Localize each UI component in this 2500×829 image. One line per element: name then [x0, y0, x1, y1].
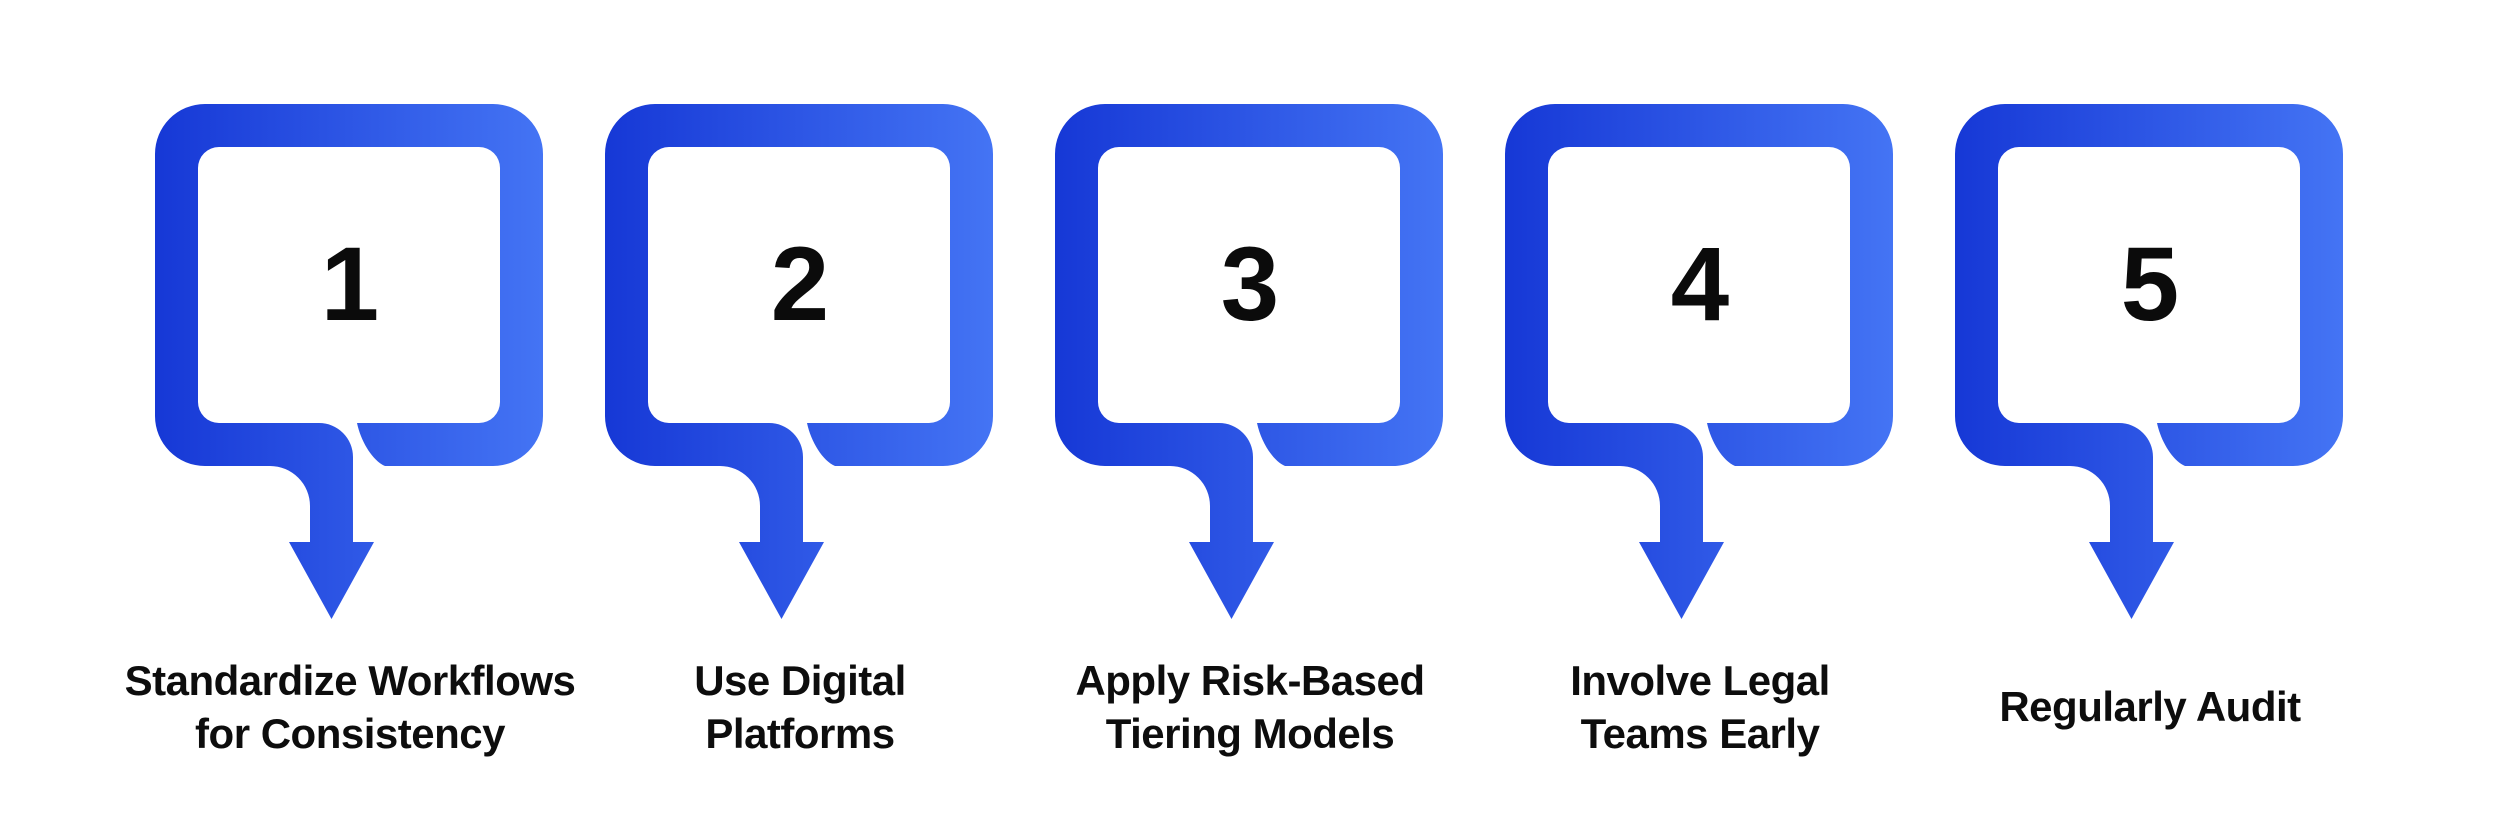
step-number: 2: [770, 226, 829, 343]
step-label-line: Involve Legal: [1570, 656, 1830, 704]
step-item-1: 1 Standardize Workflows for Consistency: [125, 104, 576, 789]
step-label: Regularly Audit: [1890, 624, 2410, 789]
step-label-line: for Consistency: [195, 709, 505, 757]
numbered-box-arrow-icon: [605, 104, 993, 619]
step-glyph-1: 1: [155, 104, 545, 624]
step-glyph-5: 5: [1955, 104, 2345, 624]
step-label: Use Digital Platforms: [540, 624, 1060, 789]
step-item-2: 2 Use Digital Platforms: [605, 104, 995, 789]
step-label-line: Apply Risk-Based: [1075, 656, 1425, 704]
step-number: 5: [2120, 226, 2179, 343]
step-label-line: Standardize Workflows: [124, 656, 576, 704]
numbered-box-arrow-icon: [1505, 104, 1893, 619]
step-label: Apply Risk-Based Tiering Models: [990, 624, 1510, 789]
step-label-line: Regularly Audit: [1999, 683, 2301, 730]
numbered-box-arrow-icon: [155, 104, 543, 619]
step-label-line: Platforms: [705, 709, 895, 757]
step-label: Standardize Workflows for Consistency: [90, 624, 610, 789]
step-label-line: Teams Early: [1580, 709, 1820, 757]
step-glyph-2: 2: [605, 104, 995, 624]
steps-row: 1 Standardize Workflows for Consistency: [0, 104, 2500, 789]
step-label-line: Tiering Models: [1105, 709, 1395, 757]
numbered-box-arrow-icon: [1955, 104, 2343, 619]
step-label-line: Use Digital: [694, 656, 906, 704]
step-item-5: 5 Regularly Audit: [1955, 104, 2345, 789]
step-number: 4: [1670, 226, 1729, 343]
step-label: Involve Legal Teams Early: [1440, 624, 1960, 789]
step-number: 3: [1220, 226, 1279, 343]
step-glyph-3: 3: [1055, 104, 1445, 624]
step-item-3: 3 Apply Risk-Based Tiering Models: [1055, 104, 1445, 789]
step-number: 1: [320, 226, 379, 343]
numbered-box-arrow-icon: [1055, 104, 1443, 619]
step-item-4: 4 Involve Legal Teams Early: [1505, 104, 1895, 789]
step-glyph-4: 4: [1505, 104, 1895, 624]
